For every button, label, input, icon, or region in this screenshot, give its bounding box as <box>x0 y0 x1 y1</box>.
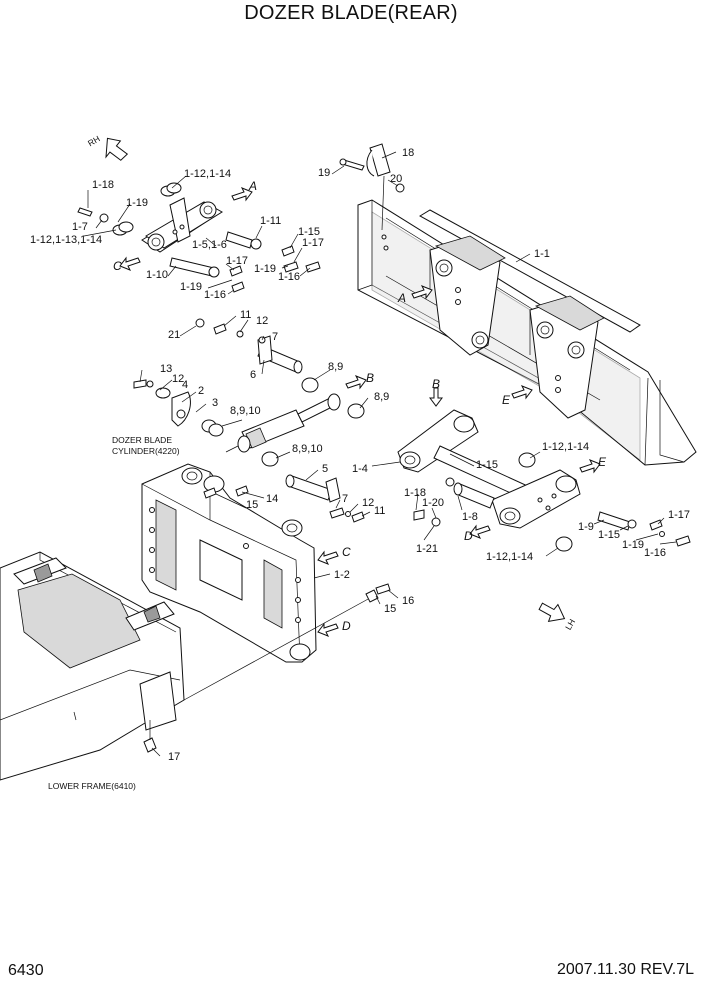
callout-1-19-mid: 1-19 <box>254 263 276 275</box>
callout-8-9-10-b: 8,9,10 <box>292 443 323 455</box>
marker-a-top: A <box>248 179 257 193</box>
marker-b-right: B <box>366 371 374 385</box>
dozer-blade-cylinder <box>225 393 341 453</box>
callout-11-top: 11 <box>240 309 251 321</box>
callout-4-top: 4 <box>182 379 188 391</box>
callout-15-mid: 15 <box>246 499 258 511</box>
callout-12-low: 12 <box>362 497 374 509</box>
callout-1-19-top: 1-19 <box>126 197 148 209</box>
callout-1-11: 1-11 <box>260 215 281 227</box>
callout-12-top: 12 <box>256 315 268 327</box>
callout-16: 16 <box>402 595 414 607</box>
callout-1-12-1-14-low: 1-12,1-14 <box>486 551 533 563</box>
callout-8-9-b: 8,9 <box>374 391 389 403</box>
callout-1-5-1-6: 1-5,1-6 <box>192 239 227 251</box>
pin-5 <box>285 474 365 523</box>
page-number: 6430 <box>8 962 44 979</box>
marker-b-link: B <box>432 377 440 391</box>
callout-18: 18 <box>402 147 414 159</box>
pin-6-assembly <box>195 318 303 374</box>
callout-1-4: 1-4 <box>352 463 368 475</box>
callout-7-top: 7 <box>272 331 278 343</box>
marker-e-link: E <box>598 455 607 469</box>
callout-1-8: 1-8 <box>462 511 478 523</box>
callout-2: 2 <box>198 385 204 397</box>
marker-a-blade: A <box>397 291 406 305</box>
callout-7-mid: 7 <box>342 493 348 505</box>
dozer-cylinder-note-line2: CYLINDER(4220) <box>112 446 180 456</box>
callout-19: 19 <box>318 167 330 179</box>
revision-date: 2007.11.30 REV.7L <box>556 961 694 978</box>
callout-1-12-1-13-1-14: 1-12,1-13,1-14 <box>30 234 102 246</box>
marker-d-frame: D <box>342 619 351 633</box>
callout-15-low: 15 <box>384 603 396 615</box>
marker-d-link: D <box>464 529 473 543</box>
callout-3: 3 <box>212 397 218 409</box>
callout-21-top: 21 <box>168 329 180 341</box>
callout-1-16-top: 1-16 <box>278 271 300 283</box>
callout-20: 20 <box>390 173 402 185</box>
callout-1-12-1-14-top: 1-12,1-14 <box>184 168 231 180</box>
callout-11-low: 11 <box>374 505 385 517</box>
callout-8-9-a: 8,9 <box>328 361 343 373</box>
callout-1-10: 1-10 <box>146 269 168 281</box>
lower-frame <box>0 551 391 781</box>
callout-17: 17 <box>168 751 180 763</box>
lh-label: LH <box>563 617 577 631</box>
callout-1-7: 1-7 <box>72 221 88 233</box>
frame-bracket <box>141 463 317 663</box>
callout-1-1: 1-1 <box>534 248 550 260</box>
callout-1-15-top: 1-15 <box>298 226 320 238</box>
dozer-blade <box>357 199 697 466</box>
lock-pin-assembly <box>339 143 405 231</box>
dozer-cylinder-note-line1: DOZER BLADE <box>112 435 172 445</box>
page-title: DOZER BLADE(REAR) <box>244 2 458 24</box>
callout-1-12-1-14-mid: 1-12,1-14 <box>542 441 589 453</box>
marker-c-top: C <box>113 259 122 273</box>
callout-1-17-low: 1-17 <box>668 509 690 521</box>
callout-5: 5 <box>322 463 328 475</box>
callout-8-9-10-a: 8,9,10 <box>230 405 261 417</box>
callout-1-19-bottom: 1-19 <box>622 539 644 551</box>
callout-1-17-top: 1-17 <box>302 237 324 249</box>
callout-14: 14 <box>266 493 278 505</box>
lower-frame-note: LOWER FRAME(6410) <box>48 781 136 791</box>
callout-1-16-low: 1-16 <box>204 289 226 301</box>
callout-6: 6 <box>250 369 256 381</box>
rh-label: RH <box>86 134 102 149</box>
marker-c-frame: C <box>342 545 351 559</box>
callout-1-15-mid: 1-15 <box>476 459 498 471</box>
callout-labels: 1-18 1-12,1-14 1-19 1-7 1-12,1-13,1-14 1… <box>30 147 690 791</box>
callout-1-16-bottom: 1-16 <box>644 547 666 559</box>
callout-1-19-low: 1-19 <box>180 281 202 293</box>
callout-1-17-mid: 1-17 <box>226 255 248 267</box>
callout-1-21: 1-21 <box>416 543 438 555</box>
callout-12-mid: 12 <box>172 373 184 385</box>
callout-1-18-mid: 1-18 <box>404 487 426 499</box>
lh-direction-arrow: LH <box>538 602 577 632</box>
leader-lines <box>83 151 677 757</box>
rh-direction-arrow: RH <box>86 134 129 161</box>
lower-link <box>397 409 691 552</box>
upper-link-bracket <box>77 182 321 293</box>
callout-1-20: 1-20 <box>422 497 444 509</box>
callout-1-9: 1-9 <box>578 521 594 533</box>
callout-1-15-low: 1-15 <box>598 529 620 541</box>
callout-1-18-top: 1-18 <box>92 179 114 191</box>
callout-1-2: 1-2 <box>334 569 350 581</box>
callout-13: 13 <box>160 363 172 375</box>
marker-e-blade: E <box>502 393 511 407</box>
direction-arrows: A C A B B E E C D D <box>113 179 607 637</box>
